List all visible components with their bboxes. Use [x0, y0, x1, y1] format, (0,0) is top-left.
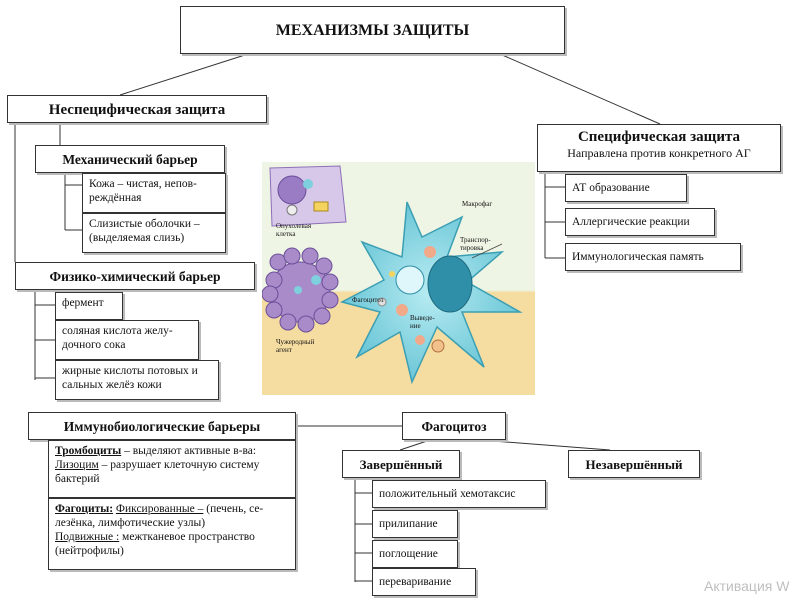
lysozyme-text: – разрушает клеточную систему бактерий — [55, 459, 260, 485]
specific-defense-heading: Специфическая защита — [577, 129, 741, 145]
mechanical-item-skin: Кожа – чистая, непов-реждённая — [82, 173, 226, 213]
illus-label-tumor: Опухолевая клетка — [276, 222, 312, 238]
phago-step-chemotaxis: положительный хемотаксис — [372, 480, 546, 508]
physchem-item-fatty-acids: жирные кислоты потовых и сальных желёз к… — [55, 360, 219, 400]
illus-label-foreign-agent: Чужеродный агент — [276, 338, 315, 354]
mobile-label: Подвижные : — [55, 531, 120, 543]
specific-item-allergic: Аллергические реакции — [565, 208, 715, 236]
mechanical-item-mucosa: Слизистые оболочки – (выделяемая слизь) — [82, 213, 226, 253]
nonspecific-defense-heading: Неспецифическая защита — [7, 95, 267, 123]
illus-label-macrophage: Макрофаг — [462, 200, 493, 208]
page-title: МЕХАНИЗМЫ ЗАЩИТЫ — [180, 6, 565, 54]
phagocytes-box: Фагоциты: Фиксированные – (печень, се-ле… — [48, 498, 296, 570]
lysozyme-label: Лизоцим — [55, 459, 99, 471]
immunobiological-barriers-heading: Иммунобиологические барьеры — [28, 412, 296, 440]
physchem-barrier-heading: Физико-химический барьер — [15, 262, 255, 290]
activation-watermark: Активация W — [704, 578, 790, 594]
fixed-label: Фиксированные – — [115, 503, 204, 515]
illus-label-transport: Транспор-тировка — [460, 236, 491, 252]
mobile-text: межтканевое пространство (нейтрофилы) — [55, 531, 255, 557]
macrophage-illustration: Опухолевая клетка Макрофаг Транспор-тиро… — [261, 162, 535, 395]
specific-defense-box: Специфическая защита Направлена против к… — [537, 124, 781, 172]
trombocytes-box: Тромбоциты – выделяют активные в-ва: Лиз… — [48, 440, 296, 498]
trombocytes-text: – выделяют активные в-ва: — [121, 445, 257, 457]
physchem-item-enzyme: фермент — [55, 292, 123, 320]
specific-item-antibodies: АТ образование — [565, 174, 687, 202]
fixed-text: (печень, се-лезёнка, лимфотические узлы) — [55, 503, 264, 529]
phagocytosis-heading: Фагоцитоз — [402, 412, 506, 440]
phagocytes-label: Фагоциты: — [55, 503, 114, 515]
illus-label-phagocytosis: Фагоцитоз — [352, 296, 384, 304]
illus-label-excretion: Выведе-ние — [410, 314, 435, 330]
phago-step-digestion: переваривание — [372, 568, 476, 596]
incomplete-phagocytosis: Незавершённый — [568, 450, 700, 478]
phago-step-adhesion: прилипание — [372, 510, 458, 538]
trombocytes-label: Тромбоциты — [55, 445, 122, 457]
phago-step-absorption: поглощение — [372, 540, 458, 568]
mechanical-barrier-heading: Механический барьер — [35, 145, 225, 173]
physchem-item-hcl: соляная кислота желу-дочного сока — [55, 320, 199, 360]
complete-phagocytosis: Завершённый — [342, 450, 460, 478]
macrophage-svg — [261, 162, 535, 395]
specific-defense-subtitle: Направлена против конкретного АГ — [567, 146, 751, 160]
specific-item-memory: Иммунологическая память — [565, 243, 741, 271]
